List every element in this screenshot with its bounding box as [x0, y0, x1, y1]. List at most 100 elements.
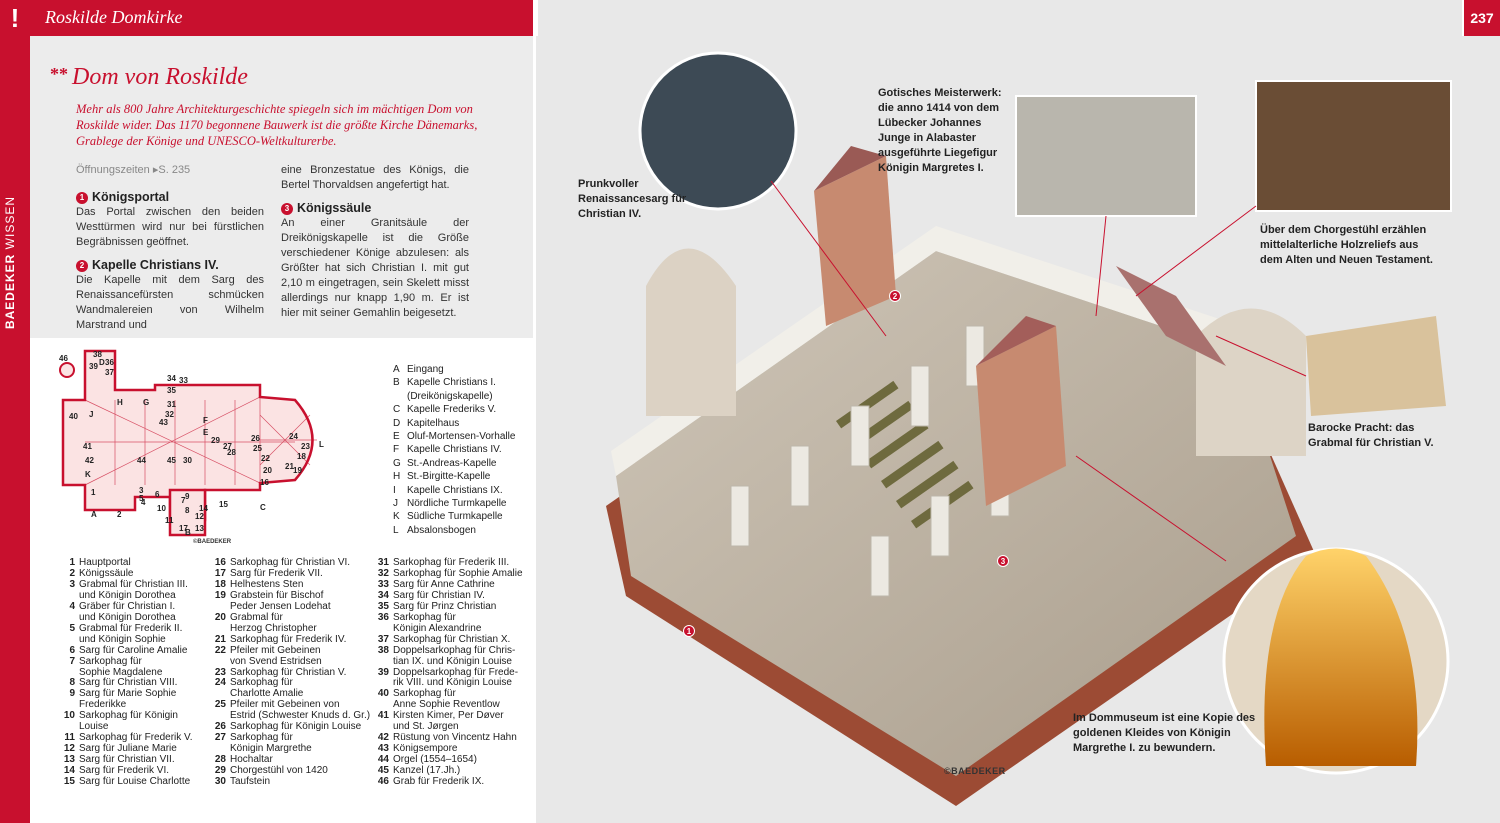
- legend-key: 12: [63, 743, 75, 755]
- plan-label: 28: [227, 448, 236, 457]
- opening-hours-link[interactable]: Öffnungszeiten ▸S. 235: [76, 164, 191, 176]
- legend-key: 17: [214, 567, 226, 579]
- legend-value: Orgel (1554–1654): [393, 754, 477, 766]
- legend-key: 6: [69, 644, 75, 656]
- legend-value: tian IX. und Königin Louise: [393, 655, 512, 667]
- legend-key: 21: [214, 633, 226, 645]
- plan-chapel: [168, 488, 207, 537]
- plan-vault-lines: [84, 396, 317, 486]
- legend-key: 24: [214, 677, 226, 689]
- plan-label: 43: [159, 418, 168, 427]
- legend-key: 22: [214, 644, 226, 656]
- plan-label: 40: [69, 412, 78, 421]
- legend-entry: tian IX. und Königin Louise: [374, 655, 534, 668]
- plan-label: H: [117, 398, 123, 407]
- south-tower-roof: [976, 316, 1056, 366]
- legend-key: H: [393, 471, 401, 483]
- plan-label: 5: [139, 494, 144, 503]
- legend-value: St.-Birgitte-Kapelle: [407, 471, 491, 483]
- legend-key: 27: [214, 732, 226, 744]
- legend-key: 37: [377, 633, 389, 645]
- legend-key: 31: [377, 557, 389, 568]
- legend-entry: 37 Sarkophag für Christian X.: [374, 633, 534, 646]
- plan-label: 45: [167, 456, 176, 465]
- legend-value: Helhestens Sten: [230, 578, 304, 590]
- marker-1-icon: 1: [683, 625, 695, 637]
- plan-label: K: [85, 470, 91, 479]
- legend-value: Sarkophag für Frederik III.: [393, 557, 510, 568]
- plan-label: 37: [105, 368, 114, 377]
- legend-value: Sarkophag für: [393, 688, 456, 700]
- legend-key: 11: [64, 732, 75, 744]
- plan-label: 3: [139, 486, 144, 495]
- legend-value: Charlotte Amalie: [230, 688, 304, 700]
- south-tower: [976, 326, 1066, 506]
- section-heading-1: 1 Königsportal: [76, 190, 264, 205]
- legend-value: Sarkophag für Frederik IV.: [230, 633, 347, 645]
- legend-key: 9: [69, 688, 75, 700]
- legend-key: 4: [69, 600, 75, 612]
- legend-key: B: [393, 377, 400, 389]
- legend-key: 36: [377, 611, 389, 623]
- side-strip: ! BAEDEKER WISSEN: [0, 0, 30, 823]
- plan-label: 31: [167, 400, 176, 409]
- legend-key: 3: [69, 578, 75, 590]
- legend-key: 39: [377, 666, 389, 678]
- inset-photo-baroque-tomb: [1306, 316, 1446, 416]
- legend-entry: (Dreikönigskapelle): [393, 390, 515, 403]
- text-panel: [30, 36, 533, 338]
- legend-value: Absalonsbogen: [407, 524, 476, 536]
- legend-value: Sarg für Louise Charlotte: [79, 776, 191, 788]
- legend-value: Rüstung von Vincentz Hahn: [393, 732, 517, 744]
- legend-entry: von Svend Estridsen: [211, 656, 379, 668]
- legend-value: Sarkophag für Christian V.: [230, 666, 347, 678]
- legend-key: 26: [214, 721, 226, 733]
- plan-label: 22: [261, 454, 270, 463]
- plan-nave: [61, 349, 314, 522]
- legend-value: Gräber für Christian I.: [79, 600, 176, 612]
- legend-value: Königin Alexandrine: [393, 622, 482, 634]
- legend-value: Sarkophag für: [393, 611, 456, 623]
- legend-key: E: [393, 431, 400, 443]
- legend-value: Pfeiler mit Gebeinen: [230, 644, 321, 656]
- west-dome: [646, 248, 736, 416]
- legend-key: I: [393, 484, 396, 496]
- legend-key: 32: [377, 567, 389, 579]
- plan-label: 16: [260, 478, 269, 487]
- legend-value: Sarg für Marie Sophie: [79, 688, 177, 700]
- plan-label: G: [143, 398, 149, 407]
- legend-value: Sarg für Christian VII.: [79, 754, 175, 766]
- legend-key: 16: [214, 557, 226, 568]
- text-column-1: Öffnungszeiten ▸S. 235 1 Königsportal Da…: [76, 163, 264, 333]
- plan-label: 39: [89, 362, 98, 371]
- legend-value: Sarkophag für Christian X.: [393, 633, 511, 645]
- cathedral-floor: [616, 251, 1296, 776]
- golden-dress: [1264, 548, 1418, 766]
- legend-key: F: [393, 444, 400, 456]
- legend-entry: und Königin Dorothea: [60, 612, 212, 624]
- legend-entry: Louise: [60, 721, 212, 733]
- legend-key: D: [393, 417, 401, 429]
- legend-entry: rik VIII. und Königin Louise: [374, 678, 534, 689]
- legend-value: Frederikke: [79, 699, 127, 711]
- exclamation-icon: !: [10, 2, 20, 33]
- plan-label: 6: [155, 490, 160, 499]
- legend-key: 44: [377, 754, 389, 766]
- legend-value: Sarkophag für Königin: [79, 710, 178, 722]
- plan-label: 2: [117, 510, 122, 519]
- caption-renaissance-coffin: Prunkvoller Renaissancesarg für Christia…: [578, 178, 687, 220]
- plan-label: 12: [195, 512, 204, 521]
- legend-value: Sarg für Frederik VI.: [79, 765, 170, 777]
- legend-value: Kapelle Christians IV.: [407, 444, 502, 456]
- rating-stars: **: [50, 64, 68, 84]
- legend-value: Kirsten Kimer, Per Døver: [393, 710, 504, 722]
